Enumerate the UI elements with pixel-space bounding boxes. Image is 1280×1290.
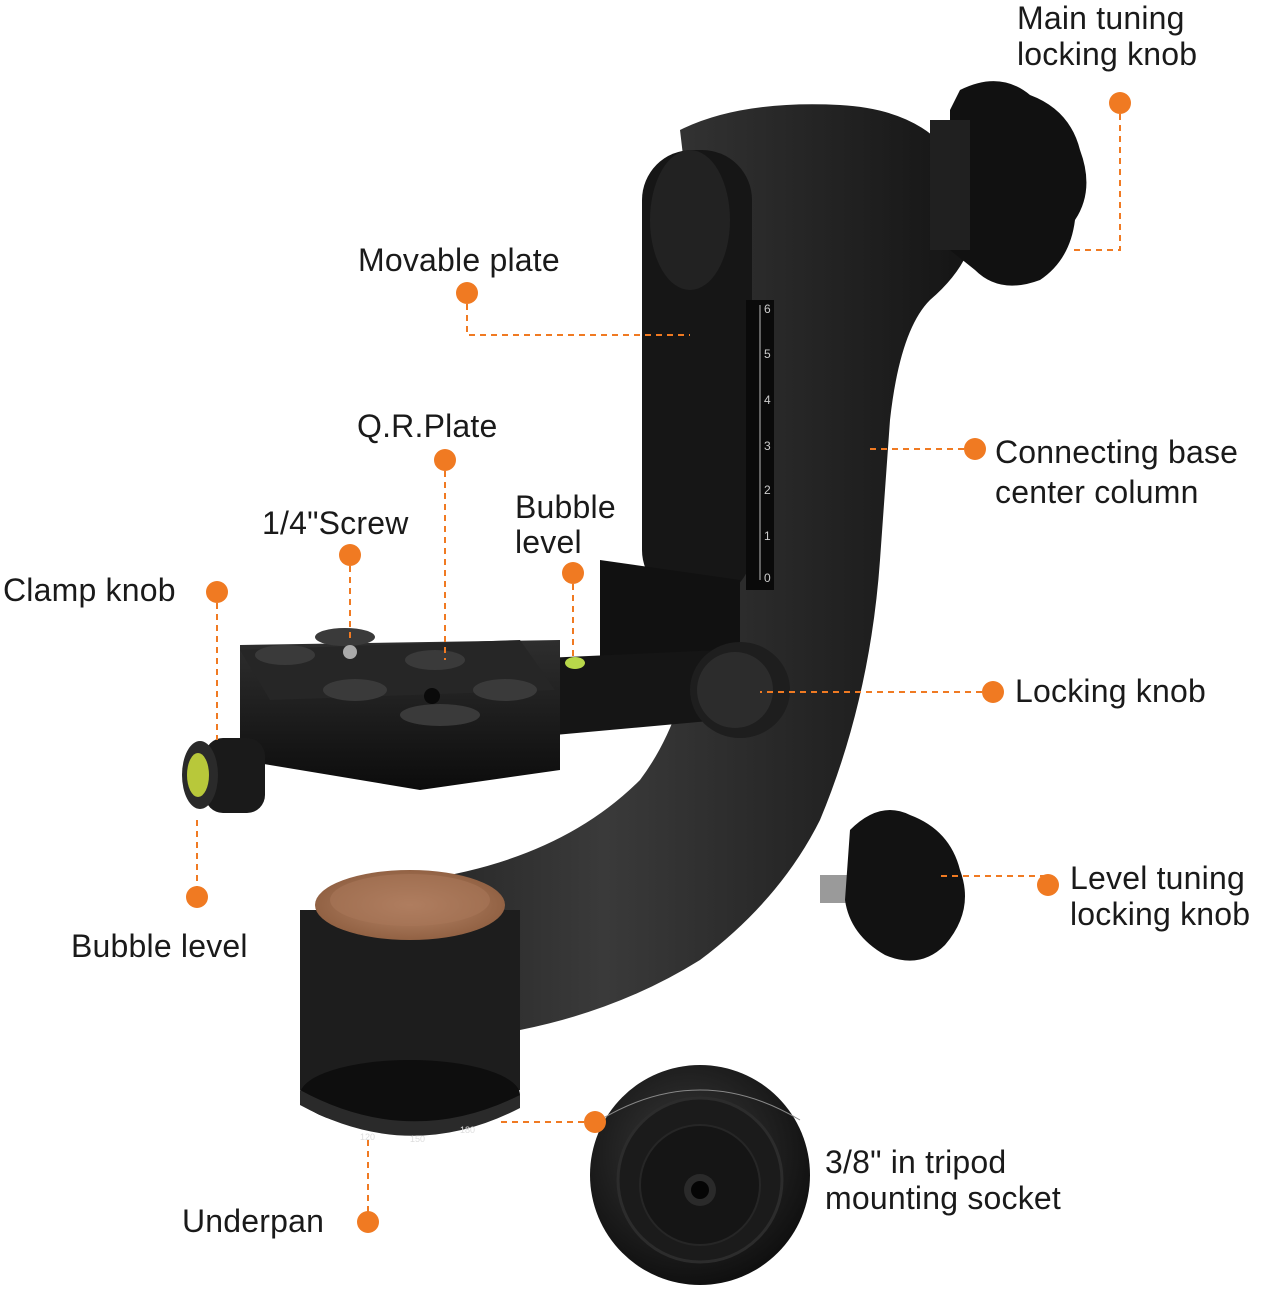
callout-level-tuning-knob: Level tuning locking knob bbox=[1070, 860, 1250, 932]
dot-bubble-top bbox=[562, 562, 584, 584]
callout-bubble-level-top: Bubble level bbox=[515, 490, 616, 560]
clamp-knob-shape bbox=[182, 738, 265, 813]
callout-clamp-knob: Clamp knob bbox=[3, 572, 176, 608]
dial-tick-120: 120 bbox=[360, 1132, 375, 1142]
callout-main-tuning-knob-line1: Main tuning bbox=[1017, 0, 1185, 36]
callout-locking-knob: Locking knob bbox=[1015, 673, 1206, 709]
scale-tick-1: 1 bbox=[764, 529, 771, 543]
dot-tripod-socket bbox=[584, 1111, 606, 1133]
dial-tick-180: 180 bbox=[460, 1125, 475, 1135]
clamp-assembly bbox=[240, 560, 740, 790]
callout-tripod-socket-line2: mounting socket bbox=[825, 1180, 1062, 1216]
callout-qr-plate: Q.R.Plate bbox=[357, 408, 498, 444]
locking-knob-shape bbox=[690, 642, 790, 738]
callout-screw: 1/4"Screw bbox=[262, 505, 409, 541]
scale-tick-4: 4 bbox=[764, 393, 771, 407]
gimbal-body bbox=[300, 104, 975, 1130]
callout-main-tuning-knob-line2: locking knob bbox=[1017, 36, 1198, 72]
dot-screw bbox=[339, 544, 361, 566]
scale-tick-2: 2 bbox=[764, 483, 771, 497]
callout-level-tuning-knob-line1: Level tuning bbox=[1070, 860, 1245, 896]
tripod-socket-illustration bbox=[590, 1065, 810, 1285]
scale-tick-0: 0 bbox=[764, 571, 771, 585]
callout-main-tuning-knob: Main tuning locking knob bbox=[1017, 0, 1197, 72]
callout-level-tuning-knob-line2: locking knob bbox=[1070, 896, 1251, 932]
callout-tripod-socket: 3/8" in tripod mounting socket bbox=[825, 1144, 1061, 1216]
dot-qr-plate bbox=[434, 449, 456, 471]
callout-connecting-base-line1: Connecting base bbox=[995, 434, 1239, 470]
dot-clamp-knob bbox=[206, 581, 228, 603]
scale-tick-5: 5 bbox=[764, 347, 771, 361]
callout-bubble-level-bottom: Bubble level bbox=[71, 928, 248, 964]
dot-level-tuning bbox=[1037, 874, 1059, 896]
callout-tripod-socket-line1: 3/8" in tripod bbox=[825, 1144, 1007, 1180]
callout-bubble-level-top-line2: level bbox=[515, 524, 582, 560]
scale-labels: 6 5 4 3 2 1 0 bbox=[764, 302, 771, 585]
dot-main-tuning bbox=[1109, 92, 1131, 114]
callout-movable-plate: Movable plate bbox=[358, 242, 560, 278]
callout-connecting-base-line2: center column bbox=[995, 474, 1199, 510]
callout-connecting-base: Connecting base center column bbox=[995, 432, 1238, 512]
callout-bubble-level-top-line1: Bubble bbox=[515, 489, 616, 525]
main-tuning-knob-shape bbox=[930, 81, 1087, 286]
dial-tick-150: 150 bbox=[410, 1134, 425, 1144]
dot-movable-plate bbox=[456, 282, 478, 304]
callout-underpan: Underpan bbox=[182, 1203, 325, 1239]
scale-tick-6: 6 bbox=[764, 302, 771, 316]
level-tuning-knob-shape bbox=[820, 810, 965, 961]
dot-connecting-base bbox=[964, 438, 986, 460]
callout-dots bbox=[186, 92, 1131, 1233]
dot-underpan bbox=[357, 1211, 379, 1233]
scale-tick-3: 3 bbox=[764, 439, 771, 453]
dot-bubble-bottom bbox=[186, 886, 208, 908]
underpan-dial: 120 150 180 bbox=[300, 1090, 520, 1144]
dot-locking-knob bbox=[982, 681, 1004, 703]
